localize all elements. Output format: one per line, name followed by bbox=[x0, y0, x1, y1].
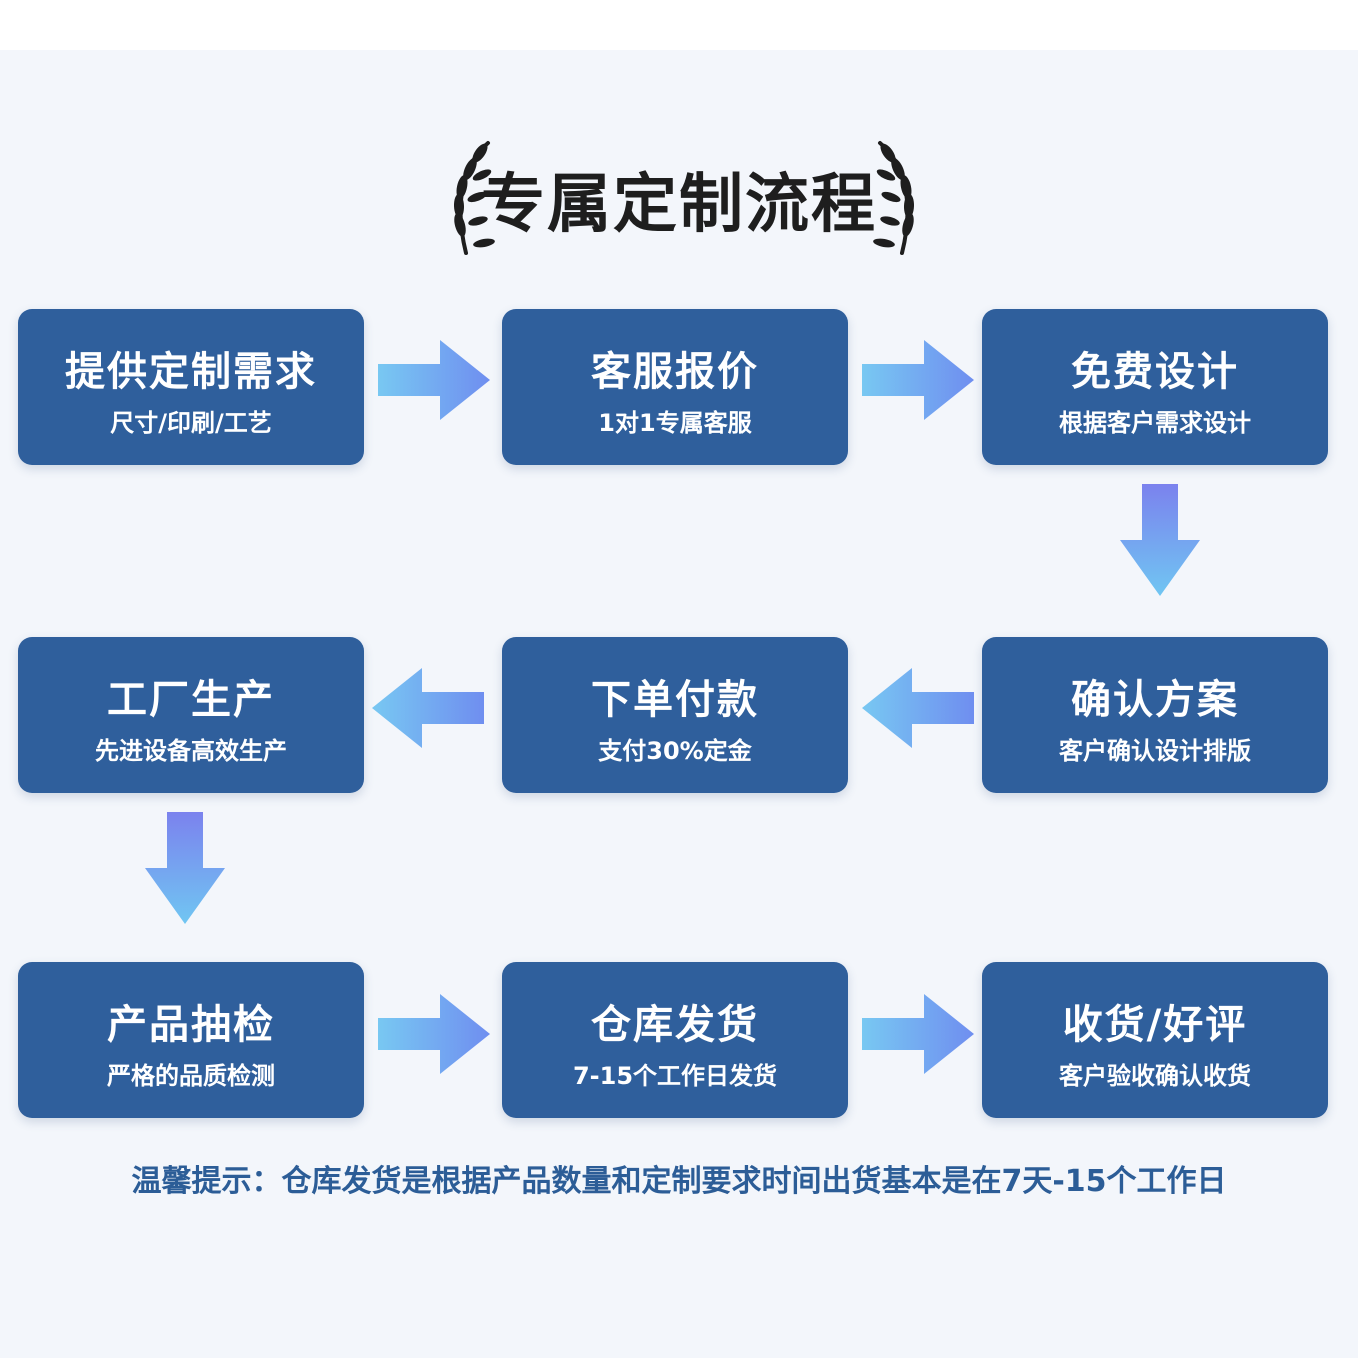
title-section: 专属定制流程 bbox=[0, 135, 1358, 265]
laurel-right-icon bbox=[873, 141, 915, 255]
step-title: 产品抽检 bbox=[107, 1002, 275, 1048]
step-warehouse-shipping: 仓库发货 7-15个工作日发货 bbox=[502, 962, 848, 1118]
arrow-down-icon bbox=[145, 812, 225, 924]
page-title: 专属定制流程 bbox=[481, 168, 877, 242]
step-subtitle: 严格的品质检测 bbox=[107, 1062, 275, 1090]
step-title: 免费设计 bbox=[1071, 349, 1239, 395]
step-free-design: 免费设计 根据客户需求设计 bbox=[982, 309, 1328, 465]
arrow-left-icon bbox=[862, 668, 974, 748]
arrow-right-icon bbox=[862, 994, 974, 1074]
shipping-notice: 温馨提示：仓库发货是根据产品数量和定制要求时间出货基本是在7天-15个工作日 bbox=[131, 1164, 1227, 1199]
step-title: 仓库发货 bbox=[591, 1002, 759, 1048]
step-subtitle: 先进设备高效生产 bbox=[95, 737, 287, 765]
step-quotation: 客服报价 1对1专属客服 bbox=[502, 309, 848, 465]
step-order-payment: 下单付款 支付30%定金 bbox=[502, 637, 848, 793]
step-provide-requirements: 提供定制需求 尺寸/印刷/工艺 bbox=[18, 309, 364, 465]
step-title: 客服报价 bbox=[591, 349, 759, 395]
step-title: 下单付款 bbox=[591, 677, 759, 723]
step-product-inspection: 产品抽检 严格的品质检测 bbox=[18, 962, 364, 1118]
step-factory-production: 工厂生产 先进设备高效生产 bbox=[18, 637, 364, 793]
step-subtitle: 1对1专属客服 bbox=[598, 409, 752, 437]
step-receive-review: 收货/好评 客户验收确认收货 bbox=[982, 962, 1328, 1118]
step-subtitle: 7-15个工作日发货 bbox=[572, 1062, 778, 1090]
arrow-left-icon bbox=[372, 668, 484, 748]
arrow-right-icon bbox=[378, 340, 490, 420]
step-title: 提供定制需求 bbox=[65, 349, 317, 395]
step-subtitle: 尺寸/印刷/工艺 bbox=[110, 409, 272, 437]
arrow-down-icon bbox=[1120, 484, 1200, 596]
arrow-right-icon bbox=[378, 994, 490, 1074]
step-confirm-plan: 确认方案 客户确认设计排版 bbox=[982, 637, 1328, 793]
step-subtitle: 根据客户需求设计 bbox=[1059, 409, 1251, 437]
step-subtitle: 客户确认设计排版 bbox=[1059, 737, 1251, 765]
top-white-strip bbox=[0, 0, 1358, 50]
step-subtitle: 客户验收确认收货 bbox=[1059, 1062, 1251, 1090]
step-title: 收货/好评 bbox=[1062, 1002, 1248, 1048]
step-title: 确认方案 bbox=[1071, 677, 1239, 723]
laurel-left-icon bbox=[453, 141, 495, 255]
step-subtitle: 支付30%定金 bbox=[598, 737, 752, 765]
step-title: 工厂生产 bbox=[107, 677, 275, 723]
arrow-right-icon bbox=[862, 340, 974, 420]
